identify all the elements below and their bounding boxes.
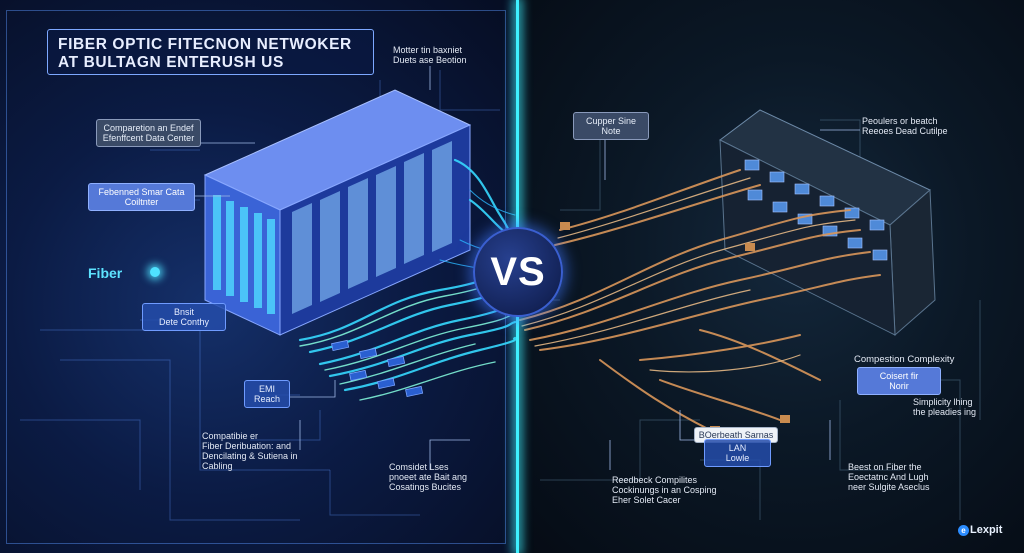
lan-tag: LAN Lowle — [704, 439, 771, 467]
brand-name: Lexpit — [970, 524, 1003, 536]
simplicity-note: Simplicity lhing the pleadies ing — [913, 397, 977, 417]
data-config-tag: Bnsit Dete Conthy — [142, 303, 226, 331]
copper-tag: Cupper Sine Note — [573, 112, 649, 140]
brand-logo-icon: e — [958, 524, 969, 536]
fiber-dot-icon — [150, 267, 160, 277]
federated-tag: Febenned Smar Cata Coiltnter — [88, 183, 195, 211]
cost-tag: Coisert fir Norir — [857, 367, 941, 395]
comparison-tag: Comparetion an Endef Efenffcent Data Cen… — [96, 119, 201, 147]
server-rack-illustration — [203, 89, 472, 336]
consider-note: Comsidet Lses pnoeet ate Bait ang Cosati… — [389, 462, 468, 492]
title-box: FIBER OPTIC FITECNON NETWOKER AT BULTAGN… — [47, 29, 374, 75]
copper-side-background — [518, 0, 1024, 553]
title-line-2: AT BULTAGN ENTERUSH US — [58, 54, 284, 71]
peculiarities-note: Peoulers or beatch Reeoes Dead Cutilpe — [862, 116, 948, 136]
left-top-note: Motter tin baxniet Duets ase Beotion — [393, 45, 467, 65]
feedback-note: Reedbeck Compilites Cockinungs in an Cos… — [612, 475, 717, 505]
left-circuit-lines — [20, 70, 500, 521]
fiber-label: Fiber — [88, 265, 123, 281]
vs-badge: VS — [473, 227, 563, 317]
best-note: Beest on Fiber the Eoectatnc And Lugh ne… — [848, 462, 930, 492]
title-line-1: FIBER OPTIC FITECNON NETWOKER — [58, 36, 352, 53]
complexity-title: Compestion Complexity — [854, 354, 955, 365]
compatible-note: Compatibie er Fiber Deribuation: and Den… — [202, 431, 298, 471]
copper-cable-bundle — [519, 169, 881, 434]
emi-tag: EMI Reach — [244, 380, 290, 408]
